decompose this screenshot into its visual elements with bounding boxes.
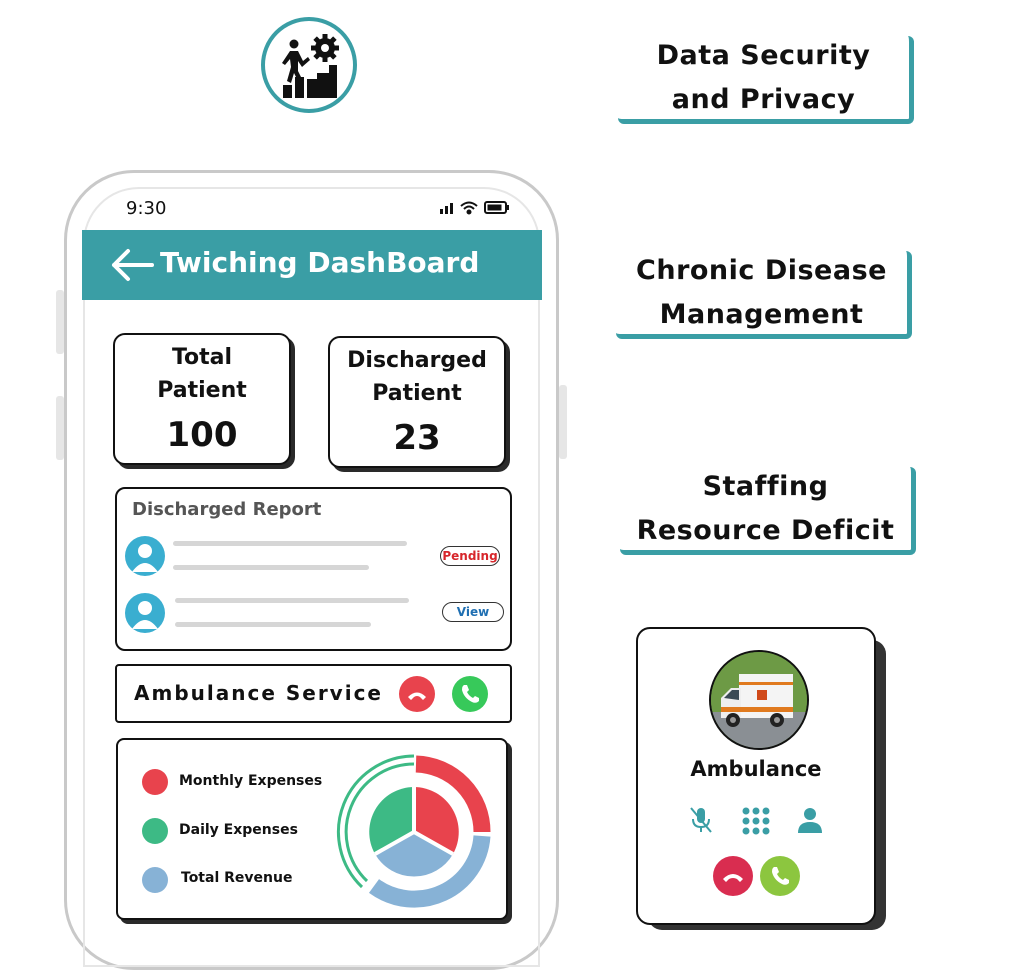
report-title: Discharged Report bbox=[132, 499, 322, 520]
app-header: Twiching DashBoard bbox=[82, 230, 542, 300]
legend-label: Monthly Expenses bbox=[179, 773, 323, 789]
donut-outer-green-arc bbox=[337, 754, 415, 889]
feature-label: Staffing Resource Deficit bbox=[636, 470, 895, 546]
stat-value: 100 bbox=[166, 415, 238, 455]
ambulance-contact-card: Ambulance bbox=[636, 627, 876, 925]
expenses-donut-chart bbox=[337, 754, 491, 908]
legend-label: Daily Expenses bbox=[179, 822, 298, 838]
answer-call-button[interactable] bbox=[760, 856, 800, 896]
phone-side-button bbox=[56, 396, 64, 460]
status-time: 9:30 bbox=[126, 198, 167, 219]
pending-button[interactable]: Pending bbox=[440, 546, 500, 566]
feature-card-staffing: Staffing Resource Deficit bbox=[620, 467, 916, 555]
stat-label: Total Patient bbox=[157, 345, 247, 403]
decline-call-button[interactable] bbox=[399, 676, 435, 712]
discharged-report-card: Discharged Report Pending View bbox=[115, 487, 512, 651]
feature-card-data-security: Data Security and Privacy bbox=[618, 36, 914, 124]
wifi-icon bbox=[460, 201, 478, 215]
placeholder-line bbox=[173, 541, 407, 546]
phone-icon bbox=[772, 867, 789, 885]
donut-outer-red-arc bbox=[415, 755, 491, 833]
page-title: Twiching DashBoard bbox=[160, 246, 480, 279]
user-avatar-icon bbox=[125, 536, 165, 576]
legend-dot-monthly-expenses bbox=[142, 769, 168, 795]
ambulance-service-label: Ambulance Service bbox=[134, 681, 383, 705]
view-label: View bbox=[456, 605, 490, 619]
stat-card-total-patient[interactable]: Total Patient 100 bbox=[113, 333, 291, 465]
phone-side-button bbox=[56, 290, 64, 354]
placeholder-line bbox=[175, 598, 409, 603]
donut-outer-green-arc bbox=[344, 762, 415, 883]
view-button[interactable]: View bbox=[442, 602, 504, 622]
stat-card-discharged-patient[interactable]: Discharged Patient 23 bbox=[328, 336, 506, 468]
battery-icon bbox=[484, 201, 509, 214]
legend-label: Total Revenue bbox=[181, 870, 293, 886]
user-avatar-icon bbox=[125, 593, 165, 633]
ambulance-photo bbox=[709, 650, 809, 750]
hangup-phone-icon bbox=[408, 692, 426, 700]
back-arrow-icon[interactable] bbox=[110, 248, 154, 282]
contact-person-icon[interactable] bbox=[797, 806, 823, 834]
phone-icon bbox=[462, 685, 479, 703]
placeholder-line bbox=[175, 622, 371, 627]
feature-card-chronic-disease: Chronic Disease Management bbox=[616, 251, 912, 339]
end-call-button[interactable] bbox=[713, 856, 753, 896]
mute-microphone-icon[interactable] bbox=[688, 805, 714, 835]
expenses-chart-card: Monthly Expenses Daily Expenses Total Re… bbox=[116, 738, 508, 920]
placeholder-line bbox=[173, 565, 369, 570]
status-icons bbox=[440, 200, 512, 220]
ambulance-service-card: Ambulance Service bbox=[115, 664, 512, 723]
phone-side-button bbox=[559, 385, 567, 459]
legend-dot-daily-expenses bbox=[142, 818, 168, 844]
pending-label: Pending bbox=[442, 549, 498, 563]
donut-outer-blue-arc bbox=[368, 835, 491, 908]
legend-dot-total-revenue bbox=[142, 867, 168, 893]
hangup-phone-icon bbox=[723, 874, 743, 882]
contact-name: Ambulance bbox=[690, 757, 822, 781]
stat-label: Discharged Patient bbox=[347, 348, 487, 406]
signal-icon bbox=[440, 203, 453, 214]
feature-label: Data Security and Privacy bbox=[656, 39, 871, 115]
feature-label: Chronic Disease Management bbox=[636, 254, 887, 330]
dialpad-icon[interactable] bbox=[742, 807, 770, 835]
analytics-growth-icon bbox=[261, 17, 357, 113]
accept-call-button[interactable] bbox=[452, 676, 488, 712]
stat-value: 23 bbox=[393, 418, 441, 458]
